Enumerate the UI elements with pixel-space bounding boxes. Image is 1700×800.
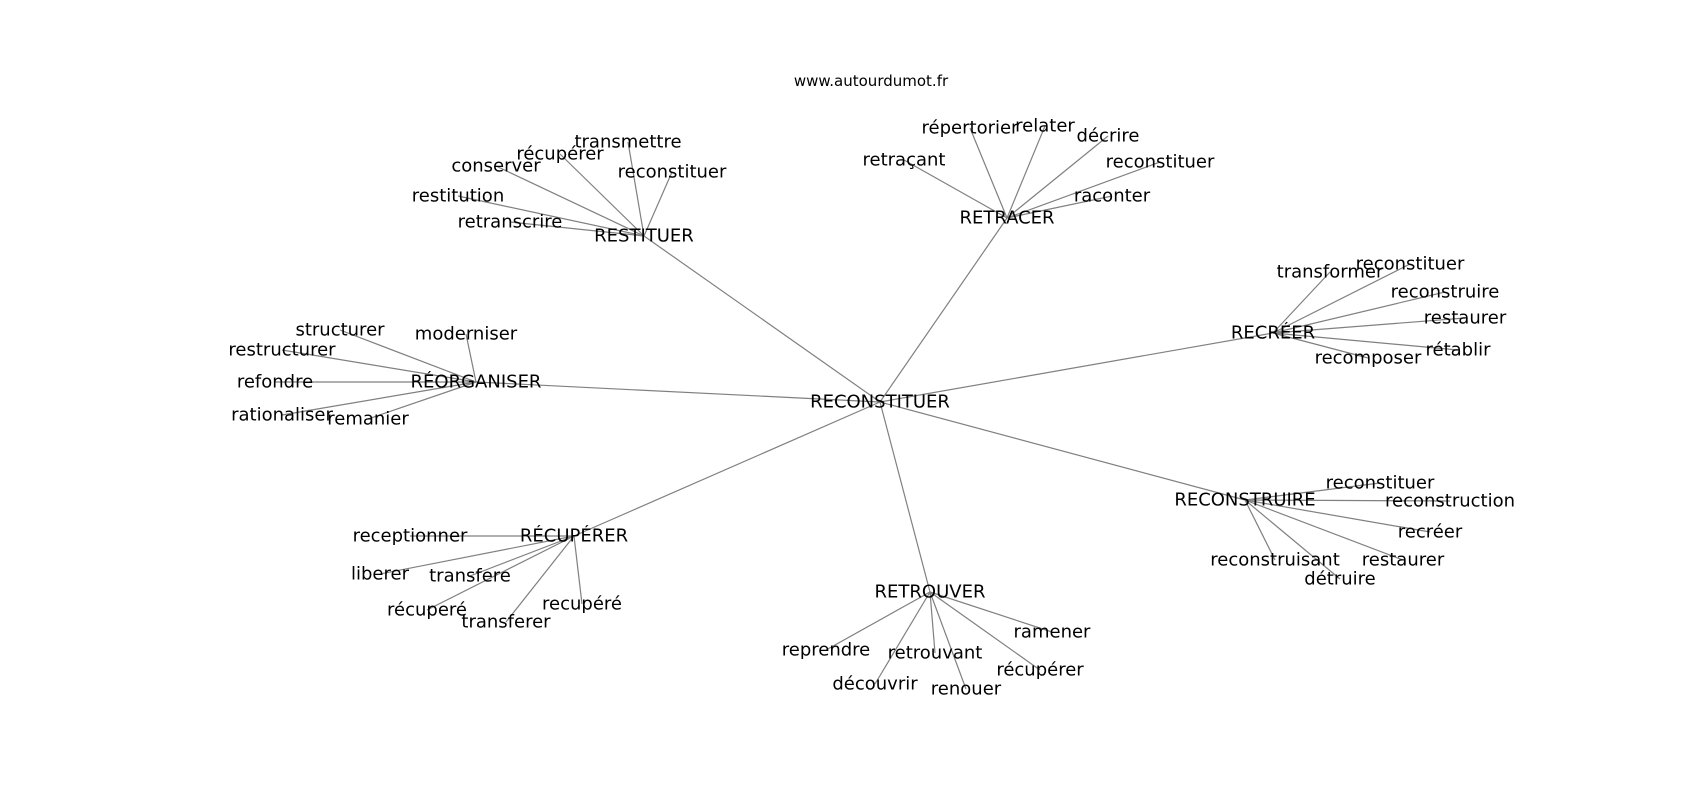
source-url: www.autourdumot.fr	[793, 72, 949, 90]
leaf-node-recupere[interactable]: récuperé	[387, 600, 467, 621]
edge-retrouver-ramener	[929, 591, 1053, 633]
edge-recreer-reconstruire	[1272, 291, 1446, 334]
edge-retrouver-renouer	[929, 591, 967, 690]
leaf-node-transferer[interactable]: transferer	[461, 612, 551, 633]
edge-recuperer-recupere	[426, 535, 575, 611]
edge-recreer-retablir	[1272, 332, 1459, 351]
leaf-node-recuperer[interactable]: récupérer	[516, 144, 604, 165]
leaf-node-retrouvant[interactable]: retrouvant	[888, 643, 983, 664]
edge-center-reconstruire	[879, 401, 1246, 501]
leaf-node-rationaliser[interactable]: rationaliser	[231, 405, 333, 426]
leaf-node-relater[interactable]: relater	[1015, 116, 1075, 137]
edge-retrouver-reprendre	[825, 591, 931, 651]
edge-recreer-transformer	[1272, 271, 1331, 334]
leaf-node-reconstituer[interactable]: reconstituer	[618, 162, 727, 183]
edge-restituer-transmettre	[627, 141, 645, 237]
edge-center-recreer	[879, 332, 1274, 403]
edge-retracer-reconstituer	[1006, 161, 1161, 219]
edge-retracer-repertorier	[969, 127, 1008, 219]
edge-center-retrouver	[879, 401, 931, 593]
leaf-node-refondre[interactable]: refondre	[237, 372, 313, 393]
edge-retrouver-retrouvant	[929, 591, 936, 654]
edge-reorganiser-rationaliser	[281, 381, 477, 416]
leaf-node-ramener[interactable]: ramener	[1014, 622, 1092, 643]
leaf-node-liberer[interactable]: liberer	[351, 564, 410, 585]
edge-retracer-retracant	[903, 159, 1008, 219]
edge-center-recuperer	[573, 401, 881, 537]
edge-restituer-recuperer	[559, 153, 645, 237]
leaf-node-recomposer[interactable]: recomposer	[1315, 348, 1422, 369]
edge-center-reorganiser	[475, 381, 881, 403]
leaf-node-structurer[interactable]: structurer	[295, 320, 385, 341]
edge-recreer-recomposer	[1272, 332, 1369, 359]
edge-reconstruire-recreer	[1244, 499, 1431, 533]
leaf-node-reconstituer[interactable]: reconstituer	[1356, 254, 1465, 275]
edge-reorganiser-remanier	[367, 381, 477, 420]
leaf-node-raconter[interactable]: raconter	[1074, 186, 1151, 207]
edge-reconstruire-restaurer	[1244, 499, 1404, 561]
leaf-node-conserver[interactable]: conserver	[451, 156, 541, 177]
leaf-node-reprendre[interactable]: reprendre	[782, 640, 871, 661]
center-node[interactable]: RECONSTITUER	[810, 392, 950, 413]
branch-node-retrouver[interactable]: RETROUVER	[875, 582, 986, 603]
leaf-node-restaurer[interactable]: restaurer	[1362, 550, 1445, 571]
leaf-node-remanier[interactable]: remanier	[327, 409, 409, 430]
leaf-node-transformer[interactable]: transformer	[1277, 262, 1384, 283]
branch-node-reorganiser[interactable]: RÉORGANISER	[411, 371, 542, 393]
edge-reconstruire-reconstruction	[1244, 499, 1451, 502]
leaf-node-restructurer[interactable]: restructurer	[228, 340, 336, 361]
edge-reconstruire-reconstituer	[1244, 482, 1381, 501]
leaf-node-retablir[interactable]: rétablir	[1426, 340, 1492, 361]
edge-reorganiser-moderniser	[465, 333, 477, 383]
leaf-node-retracant[interactable]: retraçant	[863, 150, 946, 171]
leaf-node-decrire[interactable]: décrire	[1077, 126, 1140, 147]
edge-restituer-retranscrire	[509, 221, 645, 237]
leaf-node-reconstruction[interactable]: reconstruction	[1385, 491, 1515, 512]
edge-restituer-reconstituer	[643, 171, 673, 237]
edge-retrouver-decouvrir	[874, 591, 931, 685]
edge-reorganiser-restructurer	[281, 349, 477, 383]
edge-reconstruire-reconstruisant	[1244, 499, 1276, 561]
leaf-node-moderniser[interactable]: moderniser	[415, 324, 518, 345]
branch-node-restituer[interactable]: RESTITUER	[594, 226, 694, 247]
leaf-node-restaurer[interactable]: restaurer	[1424, 308, 1507, 329]
branch-node-recuperer[interactable]: RÉCUPÉRER	[520, 525, 628, 547]
leaf-node-transmettre[interactable]: transmettre	[574, 132, 681, 153]
leaf-node-reconstruire[interactable]: reconstruire	[1391, 282, 1500, 303]
branch-node-retracer[interactable]: RETRACER	[959, 208, 1054, 229]
leaf-node-reconstruisant[interactable]: reconstruisant	[1210, 550, 1340, 571]
leaf-node-detruire[interactable]: détruire	[1304, 569, 1375, 590]
edge-reorganiser-structurer	[339, 329, 477, 383]
edge-recuperer-transferer	[505, 535, 575, 623]
edge-center-retracer	[879, 217, 1008, 403]
leaf-node-recuperer[interactable]: récupérer	[996, 660, 1084, 681]
edge-retracer-decrire	[1006, 135, 1109, 219]
leaf-node-reconstituer[interactable]: reconstituer	[1106, 152, 1215, 173]
edge-retracer-raconter	[1006, 195, 1113, 219]
leaf-node-receptionner[interactable]: receptionner	[353, 526, 468, 547]
edge-retracer-relater	[1006, 125, 1046, 219]
edge-recuperer-recupere	[573, 535, 583, 605]
leaf-node-recupere[interactable]: recupéré	[542, 594, 622, 615]
leaf-node-transfere[interactable]: transfere	[429, 566, 511, 587]
edge-recreer-reconstituer	[1272, 263, 1411, 334]
edge-center-restituer	[643, 235, 881, 403]
leaf-node-retranscrire[interactable]: retranscrire	[458, 212, 563, 233]
leaf-node-recreer[interactable]: recréer	[1398, 522, 1463, 543]
edge-restituer-conserver	[495, 165, 645, 237]
branch-node-reconstruire[interactable]: RECONSTRUIRE	[1174, 490, 1315, 511]
edge-recuperer-transfere	[469, 535, 575, 577]
leaf-node-renouer[interactable]: renouer	[931, 679, 1002, 700]
branch-node-recreer[interactable]: RECRÉER	[1231, 322, 1315, 344]
leaf-node-reconstituer[interactable]: reconstituer	[1326, 473, 1435, 494]
edge-recuperer-liberer	[379, 535, 575, 575]
leaf-node-repertorier[interactable]: répertorier	[922, 118, 1020, 139]
edge-recreer-restaurer	[1272, 317, 1466, 334]
leaf-node-restitution[interactable]: restitution	[412, 186, 504, 207]
edge-reconstruire-detruire	[1244, 499, 1341, 580]
edge-retrouver-recuperer	[929, 591, 1041, 671]
leaf-node-decouvrir[interactable]: découvrir	[832, 674, 918, 695]
edge-restituer-restitution	[457, 195, 645, 237]
